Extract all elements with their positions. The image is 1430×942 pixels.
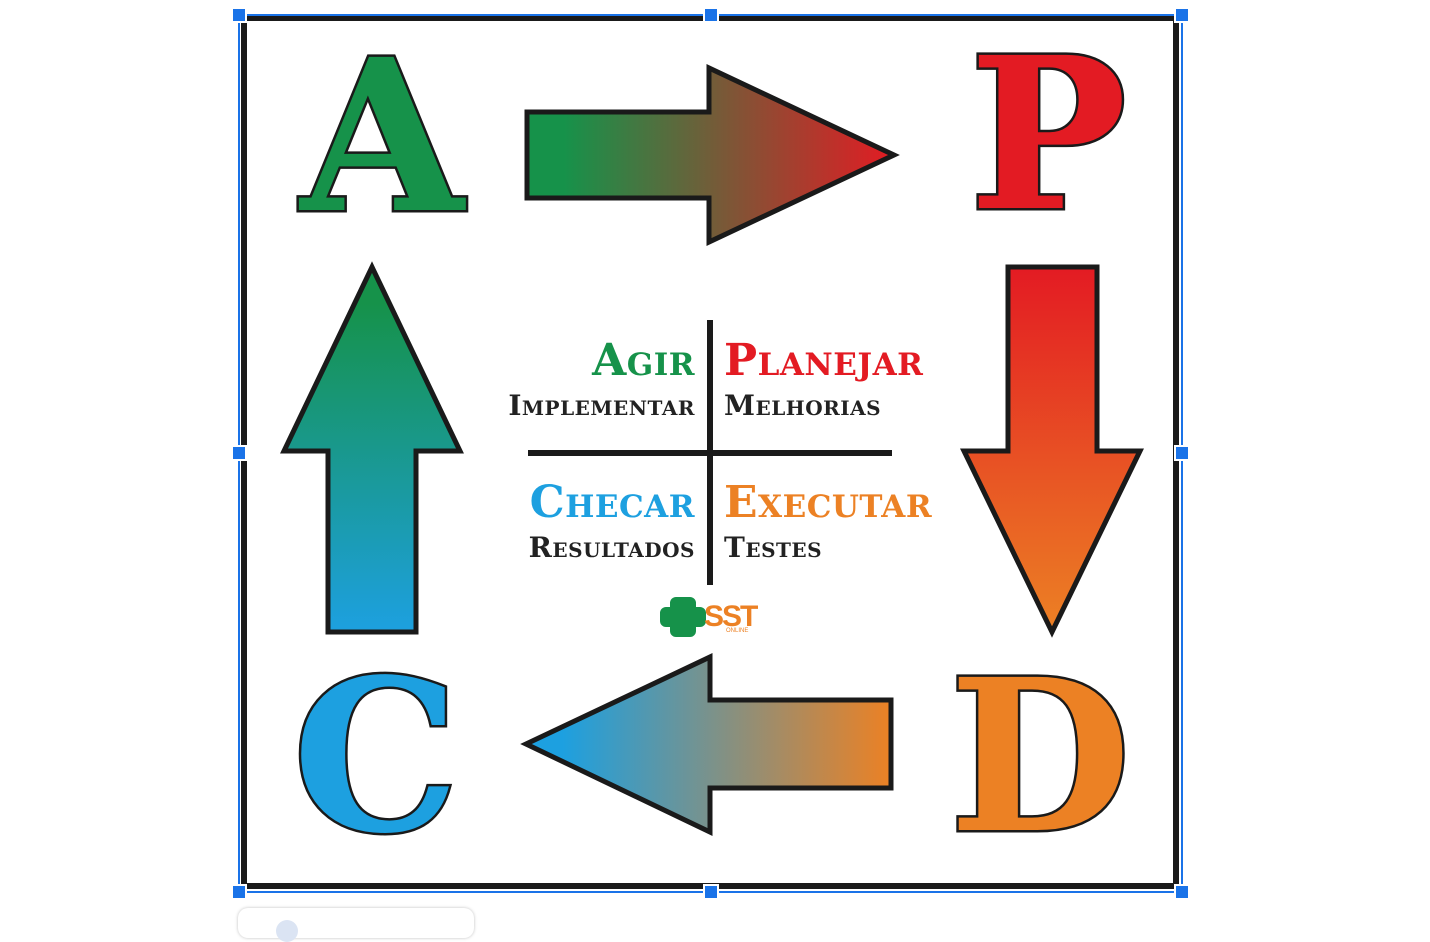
arrow-plan-to-do bbox=[960, 264, 1144, 638]
sst-logo-subtext: ONLINE bbox=[726, 628, 748, 634]
resize-handle-top[interactable] bbox=[703, 7, 719, 23]
resize-handle-top-left[interactable] bbox=[231, 7, 247, 23]
image-options-toolbar[interactable] bbox=[238, 908, 474, 942]
cross-icon bbox=[660, 597, 706, 637]
quadrant-executar-subtitle: Testes bbox=[724, 531, 822, 564]
resize-handle-bottom[interactable] bbox=[703, 884, 719, 900]
resize-handle-bottom-right[interactable] bbox=[1174, 884, 1190, 900]
arrow-act-to-plan bbox=[524, 64, 900, 246]
resize-handle-top-right[interactable] bbox=[1174, 7, 1190, 23]
sst-logo: SST ONLINE bbox=[660, 597, 760, 637]
letter-c: C bbox=[292, 633, 459, 880]
resize-handle-bottom-left[interactable] bbox=[231, 884, 247, 900]
quadrant-agir-title: Agir bbox=[591, 335, 695, 386]
sst-logo-text: SST bbox=[704, 600, 758, 633]
quadrant-planejar-subtitle: Melhorias bbox=[724, 389, 881, 422]
arrow-do-to-check bbox=[520, 653, 894, 836]
quadrant-executar-title: Executar bbox=[724, 477, 932, 528]
resize-handle-left[interactable] bbox=[231, 445, 247, 461]
resize-handle-right[interactable] bbox=[1174, 445, 1190, 461]
quadrant-agir-subtitle: Implementar bbox=[508, 389, 695, 422]
arrow-check-to-act bbox=[280, 261, 464, 635]
letter-a: A bbox=[299, 13, 467, 260]
letter-p: P bbox=[969, 11, 1127, 258]
quadrant-checar-title: Checar bbox=[530, 477, 695, 528]
quadrant-planejar-title: Planejar bbox=[724, 335, 923, 386]
letter-d: D bbox=[949, 633, 1131, 880]
quadrant-checar-subtitle: Resultados bbox=[529, 531, 695, 564]
toolbar-icon[interactable] bbox=[276, 920, 298, 942]
